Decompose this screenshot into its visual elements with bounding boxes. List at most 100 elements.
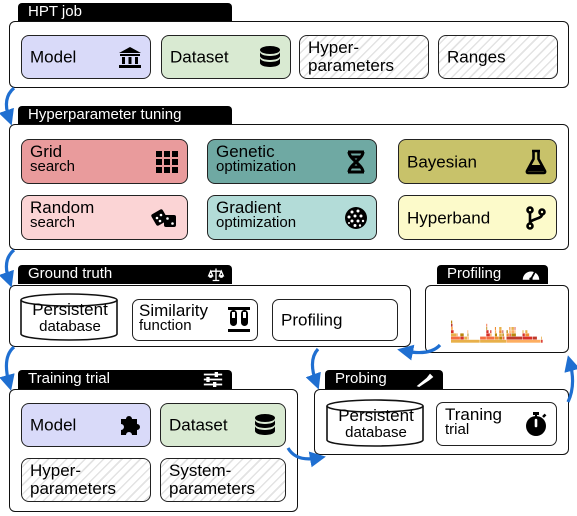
flame-frame [502,330,504,334]
probe-persistent-line1: Persistent [338,406,414,425]
flame-frame [494,333,497,337]
flame-frame [502,336,505,340]
arrow-gt-to-probing [305,347,321,390]
flame-frame [506,333,509,337]
sliders-icon [203,372,223,387]
flame-frame [532,336,537,340]
flame-frame [486,327,488,330]
flame-frame [451,323,453,327]
tuning-title: Hyperparameter tuning [28,106,182,123]
hpt-ranges-box[interactable]: Ranges [438,35,558,79]
trial-dataset-label: Dataset [169,415,228,435]
flame-frame [451,339,480,343]
probe-persistent-database[interactable] [326,399,424,447]
flame-frame [486,323,488,327]
flame-frame [502,333,504,337]
flame-frame [509,327,511,330]
flame-frame [514,327,516,330]
trial-hyperparameters-box[interactable]: Hyper-parameters [21,458,151,502]
hyperband-label: Hyperband [407,208,491,227]
stopwatch-icon [526,412,547,436]
ground-truth-title: Ground truth [28,265,113,282]
trial-systemparameters-box[interactable]: System-parameters [160,458,286,502]
flame-frame [499,333,502,337]
flame-frame [506,336,523,340]
hpt-dataset-box[interactable]: Dataset [161,35,291,79]
flame-frame [467,330,469,334]
hpt-job-tab: HPT job [18,3,232,22]
trial-model-box[interactable]: Model [21,403,151,447]
trial-hyper-line2: parameters [30,479,116,498]
branch-icon [526,205,546,230]
hpt-job-title: HPT job [28,3,82,20]
probe-persistent-line2: database [345,424,407,441]
gt-persistent-line2: database [39,318,101,335]
flame-frame [486,336,495,340]
scale-icon [207,268,225,282]
bank-icon [119,47,141,68]
flame-frame [525,330,528,334]
trial-system-line2: parameters [169,479,255,498]
flame-frame [499,336,502,340]
genetic-label-1: Genetic [216,142,275,161]
flame-frame [511,327,514,330]
flame-frame [480,339,507,343]
flame-frame [456,333,458,337]
dna-icon [347,150,365,173]
flame-frame [486,330,489,334]
gt-profiling-label: Profiling [281,310,343,330]
flame-frame [522,330,524,334]
profiling-tab: Profiling [437,265,548,284]
flame-frame [451,333,457,337]
trial-dataset-box[interactable]: Dataset [160,403,286,447]
flame-frame [490,330,492,334]
trial-hyper-line1: Hyper- [30,461,82,480]
hpt-ranges-label: Ranges [447,47,506,67]
random-label-1: Random [30,198,95,217]
gt-persistent-database[interactable] [20,293,118,341]
grid-label-2: search [30,158,76,175]
flame-frame [490,333,492,337]
flame-frame [525,333,530,337]
hpt-hyperparameters-box[interactable]: Hyper-parameters [299,35,429,79]
flame-frame [486,333,490,337]
probe-trial-line1: Traning [445,405,503,424]
bayesian-label: Bayesian [407,152,477,171]
hpt-dataset-label: Dataset [170,47,229,67]
flame-frame [467,333,469,337]
flame-frame [451,320,453,324]
flame-frame [522,336,533,340]
similarity-line1: Similarity [139,301,208,320]
dice-icon [151,208,176,227]
arrow-ground-truth-to-trial [0,345,16,391]
flame-frame [494,327,496,330]
hpt-model-label: Model [30,47,77,67]
flame-frame [514,330,516,334]
flame-frame [460,336,464,340]
probe-icon [416,373,434,387]
flame-frame [494,330,497,334]
gt-persistent-line1: Persistent [32,300,108,319]
gradient-label-2: optimization [216,214,297,231]
hpt-model-box[interactable]: Model [21,35,151,79]
database-icon [260,46,280,67]
flame-frame [480,336,486,340]
trial-system-line1: System- [169,461,232,480]
flame-frame [494,336,499,340]
training-trial-tab: Training trial [18,370,232,389]
profiling-title: Profiling [447,265,502,282]
gt-profiling-box[interactable]: Profiling [272,299,398,341]
hyperband-box[interactable]: Hyperband [398,195,557,240]
gradient-label-1: Gradient [216,198,282,217]
flame-frame [451,327,453,330]
flame-frame [499,330,502,334]
bayesian-box[interactable]: Bayesian [398,139,557,184]
